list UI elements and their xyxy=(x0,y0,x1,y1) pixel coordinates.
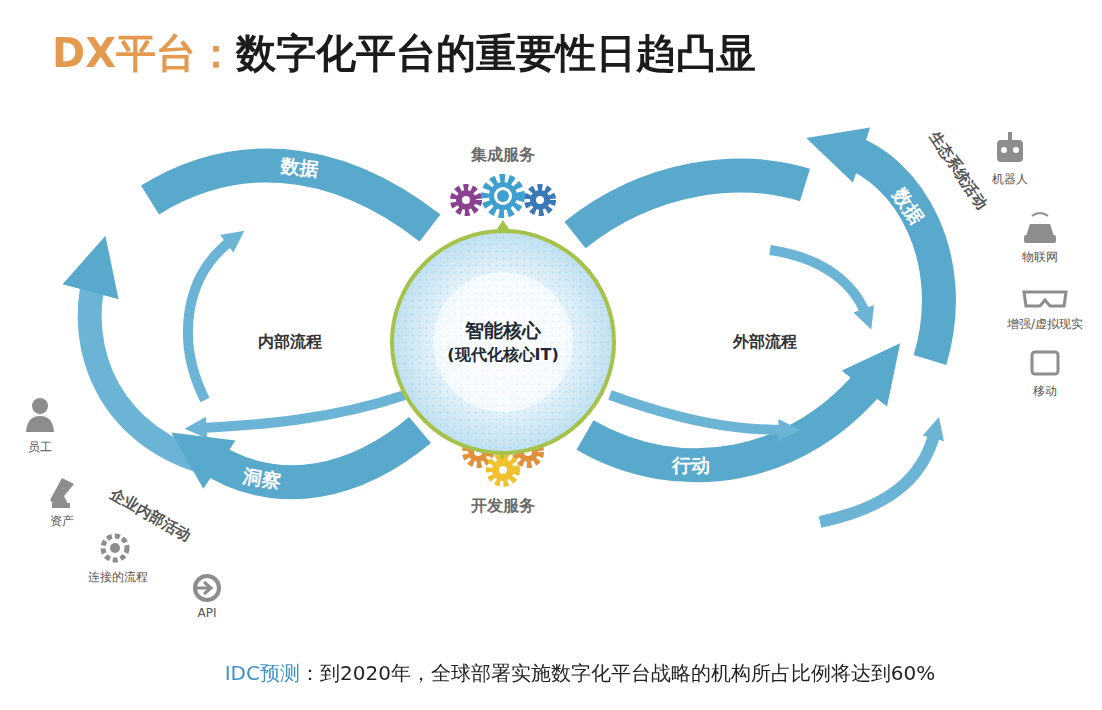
action-band xyxy=(585,375,875,465)
icon-label: 移动 xyxy=(1033,385,1057,398)
icon-label: 连接的流程 xyxy=(88,571,148,584)
icon-label: API xyxy=(198,607,217,620)
icon-label: 员工 xyxy=(28,441,52,454)
insight-band xyxy=(205,430,420,482)
process-label: 外部流程 xyxy=(733,333,797,351)
right-icons xyxy=(997,132,1066,374)
inner-arrow xyxy=(200,395,405,428)
left-icons xyxy=(26,398,219,600)
band-label: 洞察 xyxy=(241,464,282,491)
core-circle: 智能核心(现代化核心IT) xyxy=(388,227,618,457)
core-text: (现代化核心IT) xyxy=(447,344,559,366)
integration-gears xyxy=(454,179,552,213)
inner-arrow xyxy=(770,250,866,315)
data-band xyxy=(845,150,939,360)
band-label: 数据 xyxy=(280,155,320,180)
inner-arrow xyxy=(188,240,232,400)
activity-label: 生态系统活动 xyxy=(926,128,990,212)
core-outline xyxy=(388,227,618,457)
inner-arrow xyxy=(610,395,785,430)
icon-label: 机器人 xyxy=(992,173,1028,186)
caption: IDC预测：到2020年，全球部署实施数字化平台战略的机构所占比例将达到60% xyxy=(225,660,936,687)
outer-arrow xyxy=(820,432,935,522)
core-text: 智能核心 xyxy=(465,318,541,344)
icon-label: 资产 xyxy=(50,515,74,528)
activity-label: 企业内部活动 xyxy=(107,485,193,544)
service-label: 开发服务 xyxy=(471,497,535,515)
band-label: 数据 xyxy=(889,184,928,227)
icon-label: 物联网 xyxy=(1022,251,1058,264)
service-label: 集成服务 xyxy=(471,146,535,164)
title: DX平台：数字化平台的重要性日趋凸显 xyxy=(52,26,756,81)
process-label: 内部流程 xyxy=(258,333,322,351)
data-band xyxy=(575,176,805,235)
band-label: 行动 xyxy=(672,455,710,476)
icon-label: 增强/虚拟现实 xyxy=(1007,318,1083,331)
